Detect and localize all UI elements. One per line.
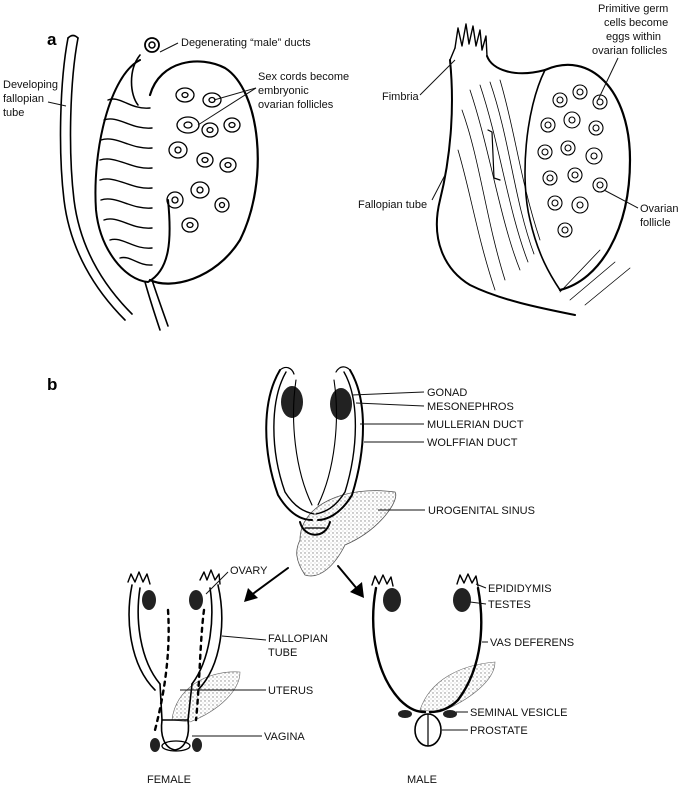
label-seminal-vesicle: SEMINAL VESICLE — [470, 707, 567, 719]
label-fallopian-tube: Fallopian tube — [358, 199, 427, 211]
label-sex-cords-line2: embryonic — [258, 85, 309, 97]
leader-fimbria — [420, 60, 455, 95]
leader-degenerating-ducts — [160, 43, 178, 52]
label-fallopian-line2: TUBE — [268, 647, 297, 659]
panel-a-letter: a — [47, 30, 57, 49]
label-ovary: OVARY — [230, 565, 268, 577]
label-mesonephros: MESONEPHROS — [427, 401, 514, 413]
leader-developing-tube — [48, 102, 66, 106]
label-ovarian-follicle-line2: follicle — [640, 217, 671, 229]
leader-fallopian — [222, 636, 266, 640]
label-primitive-line3: eggs within — [606, 31, 661, 43]
label-primitive-line4: ovarian follicles — [592, 45, 668, 57]
panel-b-female-drawing — [128, 570, 240, 752]
label-uterus: UTERUS — [268, 685, 313, 697]
label-primitive-line2: cells become — [604, 17, 668, 29]
label-developing-tube-line3: tube — [3, 107, 24, 119]
leader-sex-cords-1 — [214, 88, 256, 100]
label-fallopian-line1: FALLOPIAN — [268, 633, 328, 645]
caption-female: FEMALE — [147, 774, 191, 786]
label-developing-tube-line1: Developing — [3, 79, 58, 91]
label-sex-cords-line1: Sex cords become — [258, 71, 349, 83]
label-developing-tube-line2: fallopian — [3, 93, 44, 105]
label-primitive-line1: Primitive germ — [598, 3, 668, 15]
panel-b-male-drawing — [372, 574, 495, 746]
label-epididymis: EPIDIDYMIS — [488, 583, 552, 595]
label-testes: TESTES — [488, 599, 531, 611]
label-prostate: PROSTATE — [470, 725, 528, 737]
leader-mesonephros — [356, 403, 424, 406]
caption-male: MALE — [407, 774, 437, 786]
label-urogenital-sinus: UROGENITAL SINUS — [428, 505, 535, 517]
leader-testes — [470, 602, 486, 604]
label-gonad: GONAD — [427, 387, 467, 399]
label-wolffian-duct: WOLFFIAN DUCT — [427, 437, 518, 449]
panel-a-left-drawing — [61, 36, 258, 331]
panel-b-indifferent-drawing — [266, 367, 396, 576]
panel-a-right-drawing — [437, 24, 630, 315]
label-degenerating-ducts: Degenerating “male” ducts — [181, 37, 311, 49]
label-vagina: VAGINA — [264, 731, 305, 743]
leader-gonad — [352, 392, 424, 395]
label-vas-deferens: VAS DEFERENS — [490, 637, 574, 649]
label-mullerian-duct: MULLERIAN DUCT — [427, 419, 524, 431]
label-ovarian-follicle-line1: Ovarian — [640, 203, 679, 215]
panel-b-letter: b — [47, 375, 57, 394]
label-sex-cords-line3: ovarian follicles — [258, 99, 334, 111]
leader-ovarian-follicle — [604, 190, 638, 208]
arrow-to-male — [338, 566, 364, 598]
label-fimbria: Fimbria — [382, 91, 420, 103]
